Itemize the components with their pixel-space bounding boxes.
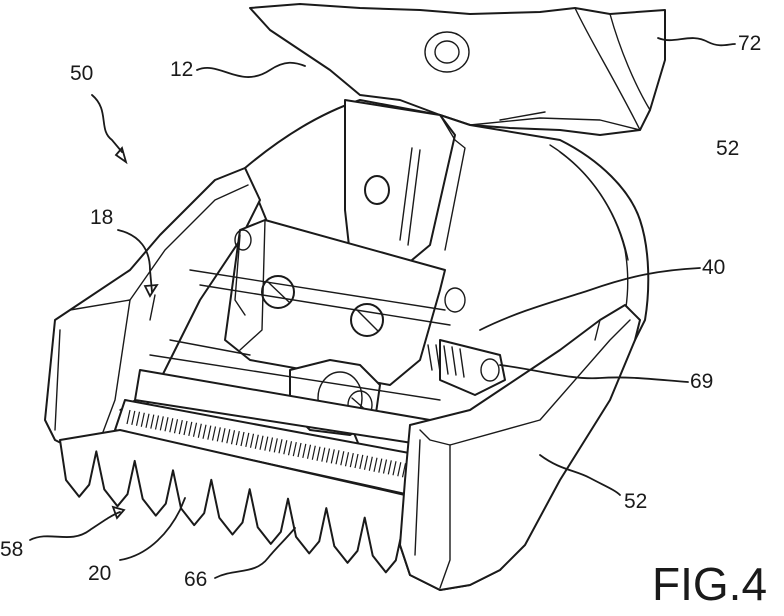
leader-lines — [29, 37, 736, 579]
center-plate — [344, 99, 466, 271]
figure-label: FIG.4 — [652, 558, 767, 610]
ref-label-58: 58 — [0, 538, 23, 561]
ref-label-52-top: 52 — [716, 137, 739, 160]
ref-label-52-bottom: 52 — [624, 490, 647, 513]
ref-label-50: 50 — [70, 62, 93, 85]
upper-housing — [249, 3, 666, 136]
ref-label-12: 12 — [170, 58, 193, 81]
spring-assembly — [427, 339, 506, 396]
ref-label-69: 69 — [690, 370, 713, 393]
guard-teeth — [59, 429, 406, 574]
ref-label-72: 72 — [738, 32, 761, 55]
reference-numerals: 12 72 50 52 18 40 69 52 58 20 66 — [0, 32, 761, 591]
drive-block — [189, 219, 466, 386]
ref-label-40: 40 — [702, 256, 725, 279]
right-side-wall — [399, 304, 641, 591]
ref-label-20: 20 — [88, 562, 111, 585]
ref-label-18: 18 — [90, 206, 113, 229]
ref-label-66: 66 — [184, 568, 207, 591]
